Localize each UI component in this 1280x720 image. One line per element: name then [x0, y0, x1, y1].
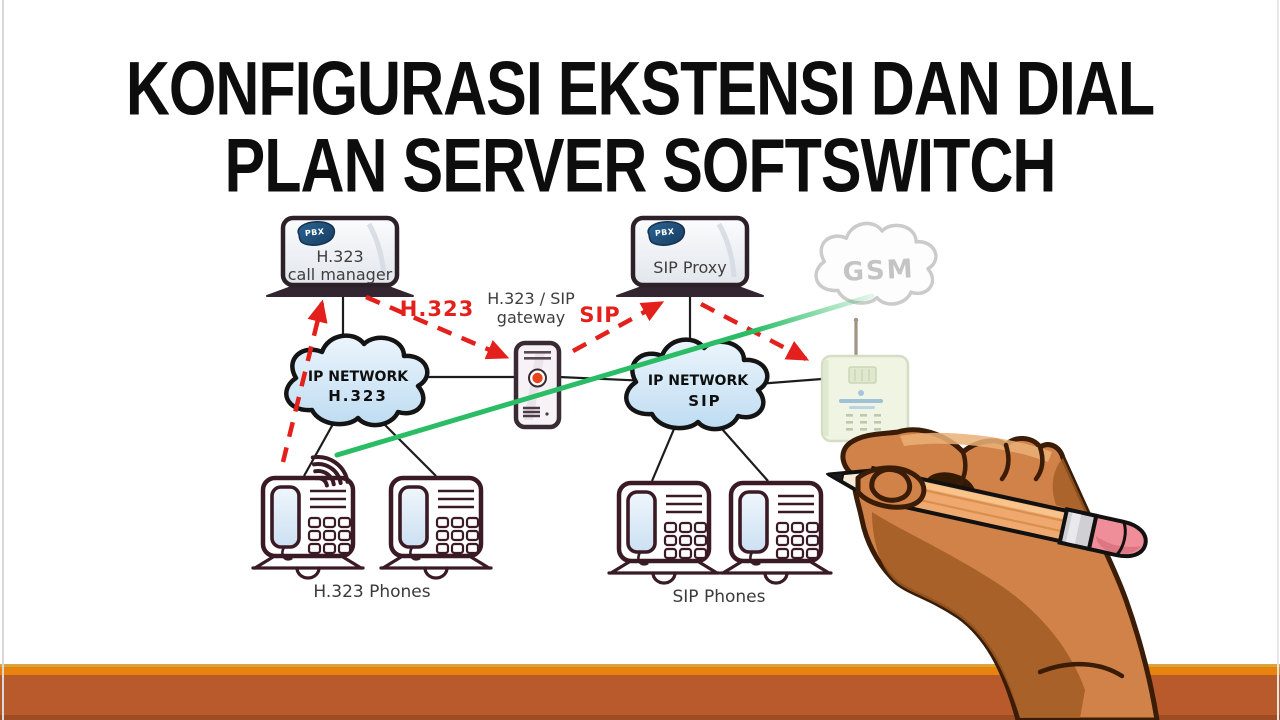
h323-phone	[381, 478, 491, 578]
pbx-badge: PBX	[647, 220, 686, 246]
green-marker-line	[334, 293, 875, 458]
device-logo-mark	[858, 390, 864, 396]
sip-proxy-label: SIP Proxy	[653, 258, 726, 277]
gsm-gateway-device	[820, 317, 910, 443]
sip-phones-caption: SIP Phones	[673, 587, 766, 607]
slide-title: KONFIGURASI EKSTENSI DAN DIAL PLAN SERVE…	[0, 46, 1280, 208]
device-buttons	[846, 414, 881, 431]
call-manager-label-line2: call manager	[288, 265, 393, 284]
hand-shadow	[872, 512, 1085, 718]
antenna-tip	[853, 317, 859, 323]
frame-edge-right	[1277, 0, 1279, 720]
title-line-1: KONFIGURASI EKSTENSI DAN DIAL	[125, 46, 1155, 131]
sip-phone-left	[609, 483, 719, 583]
pbx-badge: PBX	[297, 220, 336, 246]
h323-phones-caption: H.323 Phones	[313, 582, 430, 602]
sip-phone-right	[721, 483, 831, 583]
h323-flow-label: H.323	[400, 297, 474, 321]
h323-sip-gateway-node: H.323 / SIP gateway	[487, 289, 575, 430]
gateway-label-line2: gateway	[497, 308, 565, 327]
pencil-tip	[826, 471, 845, 484]
ip-network-sip-cloud: IP NETWORK SIP	[624, 337, 770, 432]
ip-network-h323-cloud: IP NETWORK H.323	[284, 333, 430, 428]
ip-network-h323-line2: H.323	[328, 387, 388, 405]
wireless-signal-icon	[310, 455, 350, 488]
call-manager-label-line1: H.323	[316, 247, 363, 266]
gsm-cloud-label: GSM	[842, 254, 915, 288]
index-finger-overlay	[869, 467, 913, 503]
ip-network-h323-line1: IP NETWORK	[308, 369, 409, 385]
h323-call-manager-node: PBX H.323 call manager	[266, 215, 414, 297]
arrow-phone-to-callmanager	[280, 299, 328, 463]
h323-phone-wireless	[253, 455, 363, 578]
gsm-cloud: GSM	[814, 221, 938, 306]
ip-network-sip-line2: SIP	[688, 392, 721, 410]
pbx-badge-label: PBX	[654, 227, 675, 238]
frame-edge-left	[2, 0, 4, 720]
gateway-label-line1: H.323 / SIP	[487, 289, 575, 308]
arrow-gateway-to-sipproxy	[571, 301, 665, 353]
drawing-hand	[826, 427, 1160, 720]
pbx-badge-label: PBX	[304, 227, 325, 238]
title-line-2: PLAN SERVER SOFTSWITCH	[224, 123, 1057, 208]
ip-network-sip-line1: IP NETWORK	[648, 373, 749, 389]
sip-flow-label: SIP	[579, 303, 620, 327]
sip-proxy-node: PBX SIP Proxy	[616, 215, 764, 297]
